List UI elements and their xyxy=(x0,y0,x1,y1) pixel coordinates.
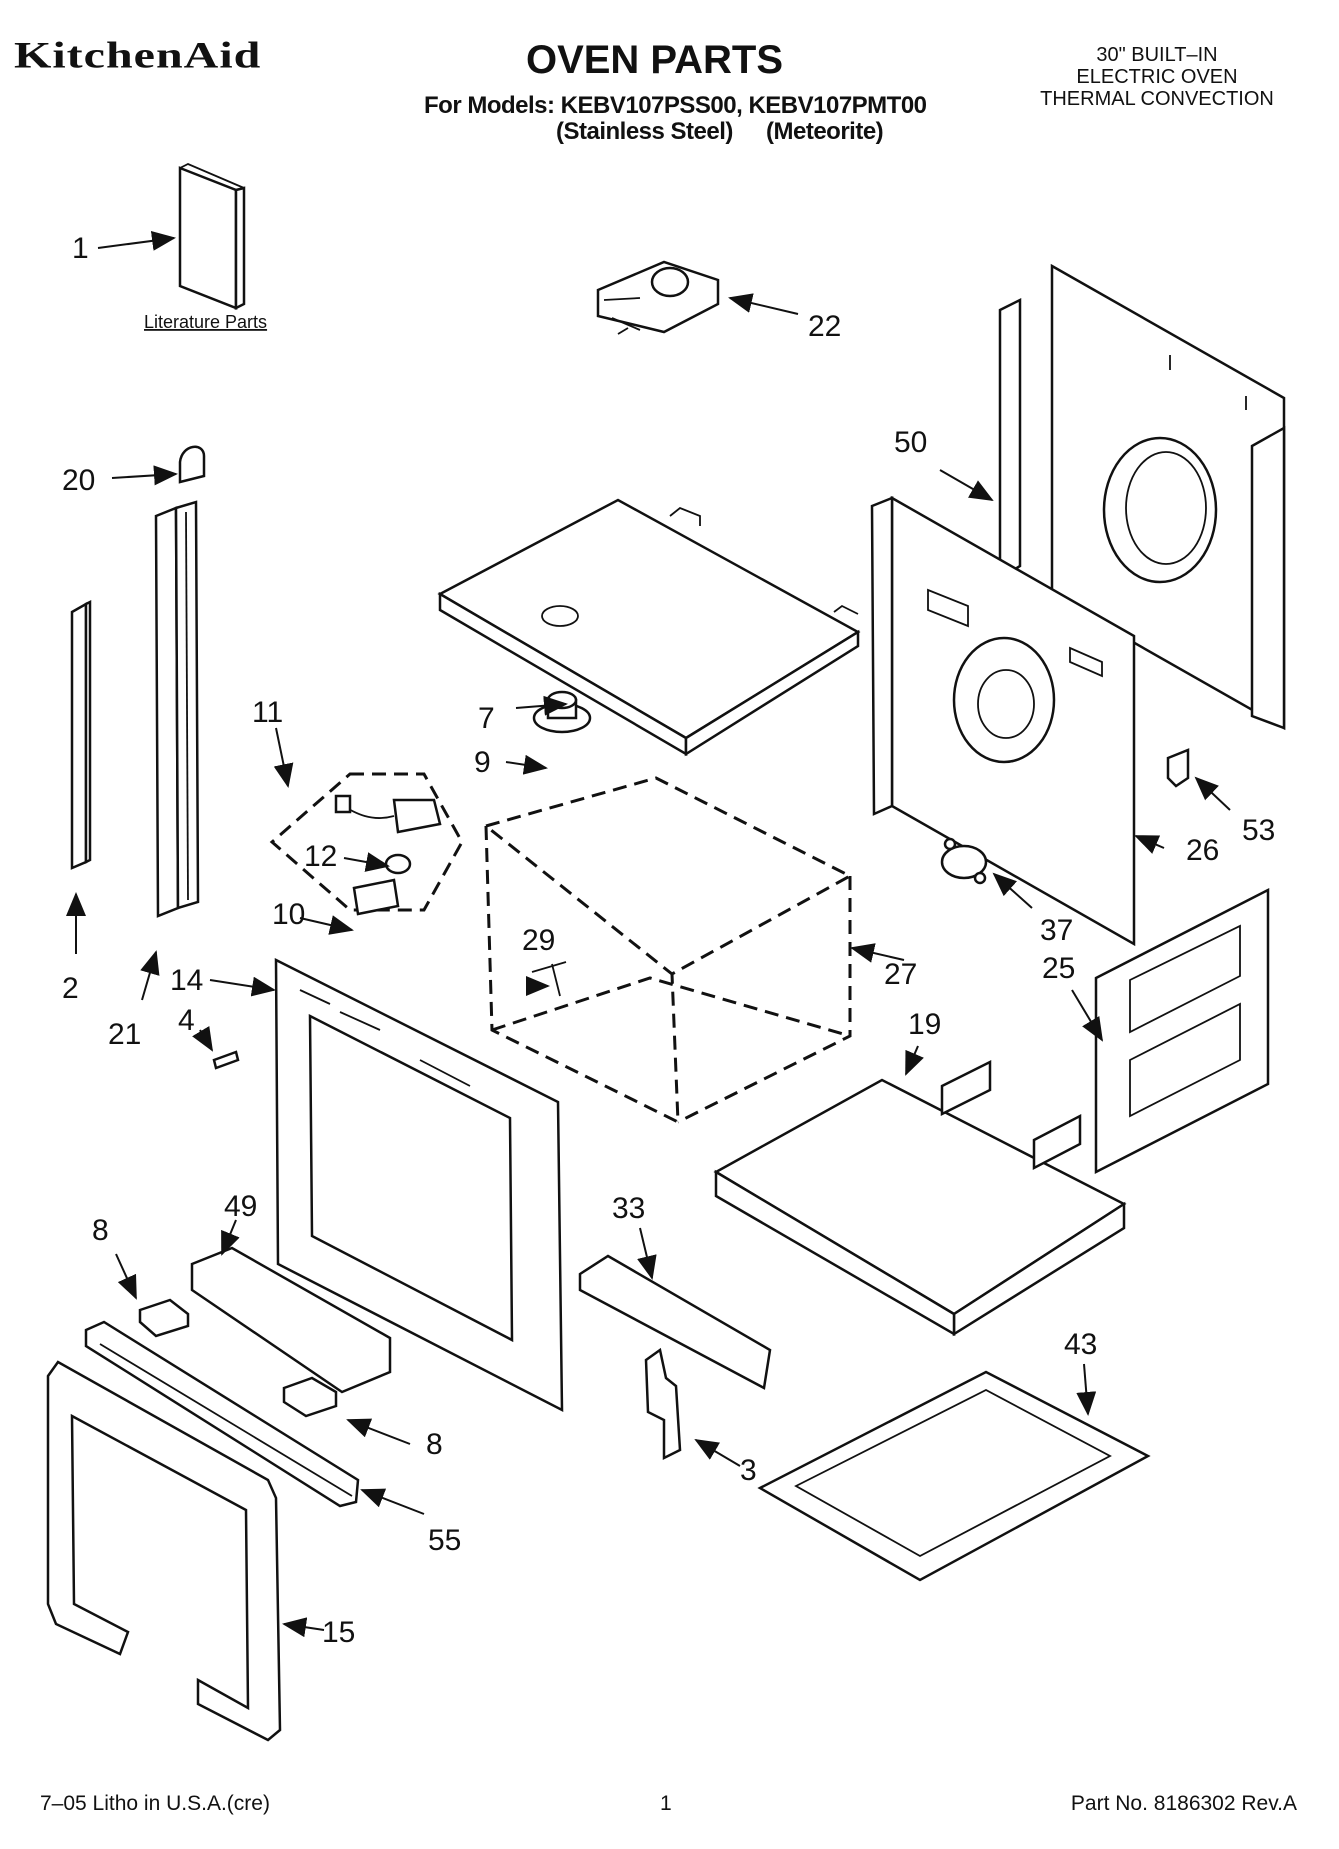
product-description: 30" BUILT–IN ELECTRIC OVEN THERMAL CONVE… xyxy=(1027,44,1287,110)
callout-43: 43 xyxy=(1064,1328,1097,1361)
callout-2: 2 xyxy=(62,972,79,1005)
callout-49: 49 xyxy=(224,1190,257,1223)
callout-3: 3 xyxy=(740,1454,757,1487)
convection-fan xyxy=(532,690,592,734)
finish-meteorite: (Meteorite) xyxy=(766,118,884,145)
hinge-bracket xyxy=(644,1347,682,1461)
callout-20: 20 xyxy=(62,464,95,497)
callout-14: 14 xyxy=(170,964,203,997)
callout-29: 29 xyxy=(522,924,555,957)
mounting-screw xyxy=(212,1050,240,1070)
callout-50: 50 xyxy=(894,426,927,459)
callout-1: 1 xyxy=(72,232,89,265)
door-gasket xyxy=(46,1360,282,1742)
part-number: Part No. 8186302 Rev.A xyxy=(1070,1792,1297,1815)
literature-booklet xyxy=(178,163,246,311)
rear-inner-panel xyxy=(870,495,1136,947)
callout-15: 15 xyxy=(322,1616,355,1649)
product-line-1: 30" BUILT–IN xyxy=(1096,44,1218,66)
page-title-text: OVEN PARTS xyxy=(525,38,784,82)
models-line: For Models: KEBV107PSS00, KEBV107PMT00 xyxy=(424,92,927,119)
callout-12: 12 xyxy=(304,840,337,873)
litho-note: 7–05 Litho in U.S.A.(cre) xyxy=(40,1792,270,1815)
vent-strip xyxy=(84,1320,360,1508)
callout-53: 53 xyxy=(1242,814,1275,847)
product-line-3: THERMAL CONVECTION xyxy=(1040,88,1274,110)
rear-panel xyxy=(998,263,1286,731)
finish-stainless: (Stainless Steel) xyxy=(556,118,733,145)
callout-8-top: 8 xyxy=(92,1214,109,1247)
thermal-fuse xyxy=(940,837,988,885)
callout-37: 37 xyxy=(1040,914,1073,947)
side-trim-strip xyxy=(70,599,92,870)
brand-logo: KitchenAid xyxy=(14,34,262,77)
callout-21: 21 xyxy=(108,1018,141,1051)
bottom-panel xyxy=(713,1059,1127,1337)
lower-frame xyxy=(757,1370,1151,1582)
spacer-block-lower xyxy=(282,1376,338,1418)
callout-8-bottom: 8 xyxy=(426,1428,443,1461)
front-frame xyxy=(274,957,564,1413)
side-insulation-panel xyxy=(1094,887,1270,1175)
callout-22: 22 xyxy=(808,310,841,343)
callout-27: 27 xyxy=(884,958,917,991)
latch-motor-assembly xyxy=(596,260,720,335)
callout-33: 33 xyxy=(612,1192,645,1225)
callout-10: 10 xyxy=(272,898,305,931)
callout-11: 11 xyxy=(252,696,283,729)
callout-7: 7 xyxy=(478,702,495,735)
callout-26: 26 xyxy=(1186,834,1219,867)
light-assembly-group xyxy=(269,772,464,916)
page-number: 1 xyxy=(660,1792,672,1815)
retainer-clip xyxy=(1166,748,1190,788)
callout-4: 4 xyxy=(178,1004,195,1037)
top-panel xyxy=(437,498,861,757)
page-title: OVEN PARTS xyxy=(0,38,1339,83)
literature-parts-label: Literature Parts xyxy=(144,312,267,332)
oven-cavity xyxy=(482,776,854,1125)
callout-55: 55 xyxy=(428,1524,461,1557)
spacer-block-upper xyxy=(138,1298,190,1338)
trim-cap xyxy=(178,445,206,484)
product-line-2: ELECTRIC OVEN xyxy=(1076,66,1238,88)
front-support-bracket xyxy=(578,1254,772,1390)
side-rail xyxy=(154,500,200,918)
callout-25: 25 xyxy=(1042,952,1075,985)
callout-arrows xyxy=(66,230,1231,1638)
callout-9: 9 xyxy=(474,746,491,779)
callout-numbers: 1 22 50 20 7 9 11 12 10 2 21 14 4 29 27 … xyxy=(62,232,1275,1649)
callout-19: 19 xyxy=(908,1008,941,1041)
